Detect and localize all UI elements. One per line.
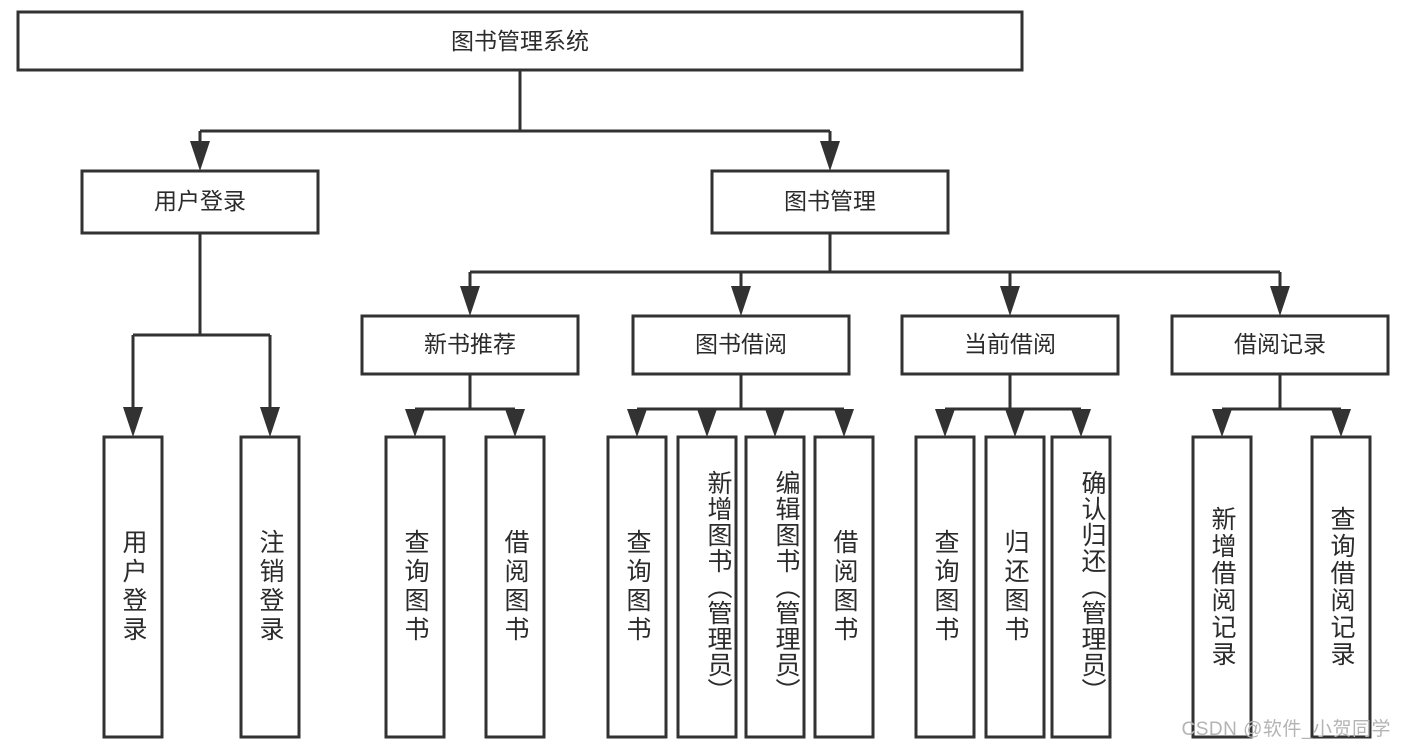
node-current-borrow-rect[interactable]	[900, 314, 1120, 376]
node-user-login-rect[interactable]	[80, 169, 320, 235]
arrowhead-newbook-0	[405, 409, 425, 437]
arrowhead-userlogin-1	[260, 407, 280, 437]
node-book-management-label: 图书管理	[784, 188, 876, 214]
leaf-rect-add-book[interactable]	[676, 435, 738, 739]
arrowhead-level2-0	[460, 286, 480, 316]
leaf-rect-add-record[interactable]	[1191, 435, 1253, 739]
arrowhead-newbook-1	[505, 409, 525, 437]
node-new-book-recommend[interactable]: 新书推荐	[360, 314, 580, 376]
node-current-borrow-label: 当前借阅	[964, 331, 1056, 357]
node-book-borrow[interactable]: 图书借阅	[631, 314, 851, 376]
node-current-borrow[interactable]: 当前借阅	[900, 314, 1120, 376]
node-user-login-label: 用户登录	[154, 188, 246, 214]
connector-layer	[123, 70, 1351, 437]
watermark-text: CSDN @软件_小贺同学	[1181, 719, 1391, 740]
node-book-borrow-rect[interactable]	[631, 314, 851, 376]
node-new-book-recommend-label: 新书推荐	[424, 331, 516, 357]
node-root-rect[interactable]	[16, 10, 1024, 72]
leaf-rect-logout[interactable]	[239, 435, 301, 739]
arrowhead-record-1	[1331, 409, 1351, 437]
leaf-rect-query-book-1[interactable]	[384, 435, 446, 739]
leaf-rect-return-book[interactable]	[984, 435, 1046, 739]
node-book-management-rect[interactable]	[710, 169, 950, 235]
leaf-rect-query-book-2[interactable]	[606, 435, 668, 739]
arrowhead-current-2	[1071, 409, 1091, 437]
leaf-rect-borrow-book-2[interactable]	[813, 435, 875, 739]
node-book-borrow-label: 图书借阅	[695, 331, 787, 357]
arrowhead-level2-2	[1000, 286, 1020, 316]
node-book-management[interactable]: 图书管理	[710, 169, 950, 235]
arrowhead-borrow-3	[834, 409, 854, 437]
leaf-rect-query-record[interactable]	[1310, 435, 1372, 739]
arrowhead-borrow-1	[697, 409, 717, 437]
arrowhead-level2-3	[1270, 286, 1290, 316]
node-root-label: 图书管理系统	[451, 28, 589, 54]
leaf-rect-query-book-3[interactable]	[914, 435, 976, 739]
leaf-rect-borrow-book-1[interactable]	[484, 435, 546, 739]
node-new-book-recommend-rect[interactable]	[360, 314, 580, 376]
arrowhead-level1-1	[820, 141, 840, 171]
node-user-login[interactable]: 用户登录	[80, 169, 320, 235]
arrowhead-level1-0	[190, 141, 210, 171]
leaf-rect-user-login[interactable]	[102, 435, 164, 739]
leaf-rect-confirm-return[interactable]	[1050, 435, 1112, 739]
node-borrow-record[interactable]: 借阅记录	[1170, 314, 1390, 376]
node-borrow-record-label: 借阅记录	[1234, 331, 1326, 357]
node-layer: 图书管理系统 用户登录 图书管理 新书推荐 图书借阅 当前	[16, 10, 1390, 739]
arrowhead-userlogin-0	[123, 407, 143, 437]
node-borrow-record-rect[interactable]	[1170, 314, 1390, 376]
arrowhead-level2-1	[731, 286, 751, 316]
arrowhead-borrow-0	[627, 409, 647, 437]
arrowhead-current-0	[935, 409, 955, 437]
arrowhead-record-0	[1212, 409, 1232, 437]
leaf-rect-edit-book[interactable]	[744, 435, 806, 739]
node-root[interactable]: 图书管理系统	[16, 10, 1024, 72]
arrowhead-borrow-2	[765, 409, 785, 437]
arrowhead-current-1	[1005, 409, 1025, 437]
